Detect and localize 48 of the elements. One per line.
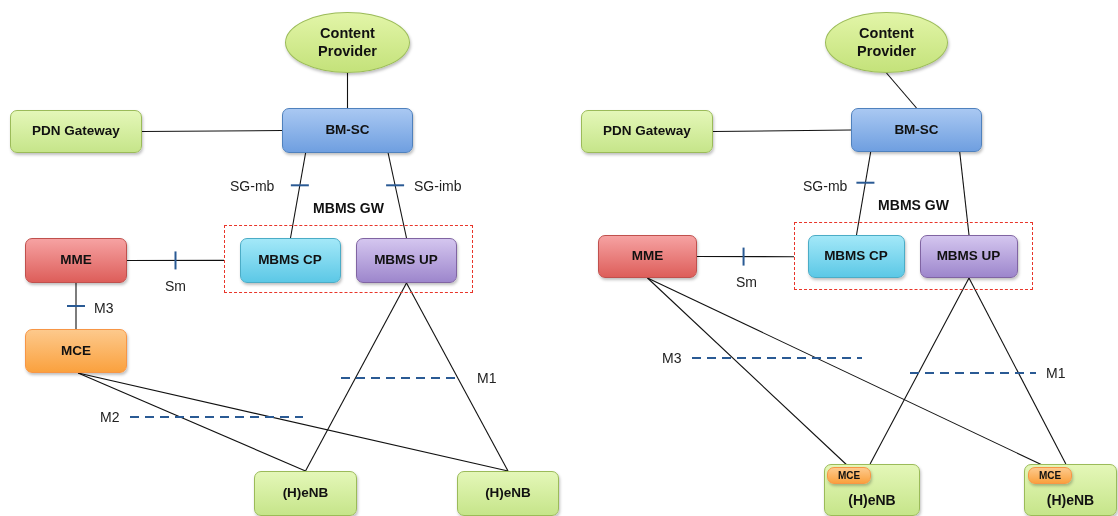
network-node-box: [25, 329, 127, 373]
node-label: MCE: [61, 342, 91, 360]
network-node-box: [851, 108, 982, 152]
node-label: MBMS CP: [824, 247, 888, 265]
network-node-box: [807, 234, 905, 278]
interface-label: M3: [94, 301, 114, 315]
network-node-box: [1024, 464, 1117, 516]
node-label: MBMS GW: [312, 200, 385, 217]
interface-label: Sm: [736, 275, 757, 289]
node-label: (H)eNB: [282, 485, 329, 502]
interface-label: M1: [477, 371, 497, 385]
node-label: MME: [631, 248, 664, 265]
network-node-box: [25, 238, 127, 283]
node-label: MCE: [1038, 469, 1062, 482]
network-node-box: [581, 110, 713, 153]
interface-label: Sm: [165, 279, 186, 293]
node-label: MCE: [837, 469, 861, 482]
interface-label: M3: [662, 351, 682, 365]
node-label: MBMS UP: [374, 251, 438, 269]
network-node-box: [827, 467, 871, 484]
network-node-box: [457, 471, 559, 516]
node-label: PDN Gateway: [32, 123, 120, 140]
node-label: MBMS CP: [258, 251, 322, 269]
node-label: MBMS UP: [936, 247, 1001, 265]
interface-label: SG-mb: [803, 179, 848, 193]
interface-label: SG-mb: [230, 179, 275, 193]
node-label: (H)eNB: [1046, 492, 1095, 509]
node-label: BM-SC: [894, 121, 939, 139]
network-node-box: [10, 110, 142, 153]
node-label: (H)eNB: [848, 492, 896, 509]
network-node-box: [1028, 467, 1072, 484]
node-label: PDN Gateway: [603, 123, 691, 140]
node-label: (H)eNB: [485, 485, 531, 502]
node-label: BM-SC: [325, 122, 370, 139]
node-label: MME: [60, 252, 92, 269]
network-node-box: [919, 234, 1018, 278]
interface-label: SG-imb: [414, 179, 462, 193]
node-label: Content Provider: [317, 25, 378, 60]
network-node-box: [254, 471, 357, 516]
network-node-box: [598, 235, 697, 278]
network-node-box: [239, 237, 341, 283]
network-node-box: [824, 464, 920, 516]
interface-label: M1: [1046, 366, 1066, 380]
node-label: MBMS GW: [877, 197, 950, 214]
interface-label: M2: [100, 410, 120, 424]
network-node-box: [355, 237, 457, 283]
network-node-box: [282, 108, 413, 153]
node-label: Content Provider: [856, 25, 917, 60]
